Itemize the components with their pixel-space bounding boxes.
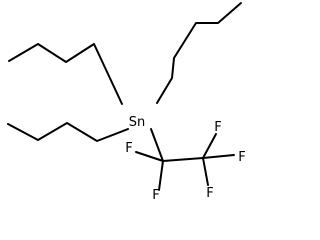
molecule-structure: Sn F F F F F: [7, 2, 246, 203]
c1-f-bond-down: [158, 160, 164, 191]
butyl-chain-upper-left: [8, 43, 123, 105]
tin-atom-label: Sn: [129, 115, 146, 130]
c1-f-bond-left: [135, 151, 164, 162]
butyl-chain-upper-right: [156, 2, 242, 104]
tin-carbon-bond: [150, 128, 164, 162]
fluorine-label-5: F: [206, 186, 213, 201]
c2-f-bond-right: [202, 154, 235, 159]
carbon-carbon-bond: [162, 157, 204, 162]
c2-f-bond-down: [202, 157, 209, 186]
fluorine-label-4: F: [238, 150, 245, 165]
butyl-chain-lower-left: [7, 122, 129, 142]
structure-diagram: Sn F F F F F: [7, 2, 246, 203]
fluorine-label-3: F: [214, 120, 221, 135]
fluorine-label-2: F: [152, 188, 159, 203]
c2-f-bond-up: [202, 133, 217, 159]
fluorine-label-1: F: [125, 141, 132, 156]
